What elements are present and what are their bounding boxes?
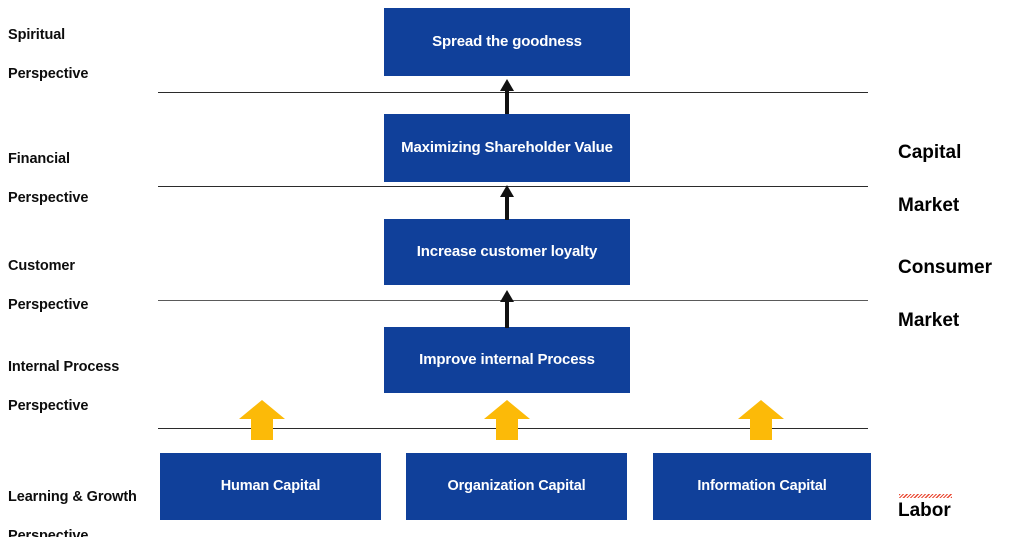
perspective-line-1: Customer	[8, 258, 75, 275]
enabler-label: Information Capital	[697, 477, 827, 494]
market-label-consumer-market: Consumer Market	[898, 229, 1022, 360]
enabler-box-human-capital[interactable]: Human Capital	[160, 453, 381, 520]
flow-arrow-up-icon	[499, 290, 515, 328]
perspective-label-internal-process: Internal Process Perspective	[8, 339, 160, 435]
flow-arrow-up-icon	[499, 79, 515, 114]
market-line-2: Market	[898, 309, 960, 331]
objective-box-improve-internal-process[interactable]: Improve internal Process	[384, 327, 630, 393]
arrow-head	[500, 185, 514, 197]
enabler-label: Organization Capital	[447, 477, 586, 494]
market-line-1: Capital	[898, 142, 962, 164]
perspective-line-1: Financial	[8, 151, 70, 168]
objective-label: Increase customer loyalty	[416, 243, 598, 260]
perspective-line-2: Perspective	[8, 296, 89, 313]
flow-arrow-up-icon	[499, 185, 515, 220]
enabler-box-information-capital[interactable]: Information Capital	[653, 453, 871, 520]
perspective-line-1: Spiritual	[8, 27, 66, 44]
perspective-label-customer: Customer Perspective	[8, 238, 156, 334]
enabler-label: Human Capital	[220, 477, 321, 494]
perspective-label-spiritual: Spiritual Perspective	[8, 7, 156, 103]
perspective-line-2: Perspective	[8, 189, 89, 206]
objective-box-maximizing-shareholder-value[interactable]: Maximizing Shareholder Value	[384, 114, 630, 182]
perspective-label-learning-growth: Learning & Growth Perspective	[8, 469, 160, 537]
perspective-line-2: Perspective	[8, 397, 89, 414]
separator-line-1	[158, 92, 868, 93]
enabler-box-organization-capital[interactable]: Organization Capital	[406, 453, 627, 520]
perspective-line-2: Perspective	[8, 65, 89, 82]
spellcheck-underline-icon	[899, 494, 952, 498]
arrow-shaft	[505, 196, 509, 220]
arrow-head	[500, 290, 514, 302]
arrow-shaft	[505, 90, 509, 114]
market-label-labor-market: Labor Market	[898, 472, 1018, 537]
market-line-2: Market	[898, 194, 960, 216]
objective-label: Improve internal Process	[419, 351, 595, 368]
objective-label: Spread the goodness	[432, 33, 582, 50]
objective-box-spread-the-goodness[interactable]: Spread the goodness	[384, 8, 630, 76]
objective-box-increase-customer-loyalty[interactable]: Increase customer loyalty	[384, 219, 630, 285]
market-line-1: Labor	[898, 500, 951, 522]
enabler-arrow-up-icon-human-capital	[238, 399, 286, 441]
perspective-label-financial: Financial Perspective	[8, 131, 156, 227]
arrow-head	[500, 79, 514, 91]
perspective-line-1: Internal Process	[8, 359, 120, 376]
objective-label: Maximizing Shareholder Value	[401, 139, 613, 156]
enabler-arrow-up-icon-information-capital	[737, 399, 785, 441]
market-label-capital-market: Capital Market	[898, 114, 1018, 245]
market-line-1: Consumer	[898, 257, 992, 279]
perspective-line-2: Perspective	[8, 527, 89, 537]
arrow-shaft	[505, 301, 509, 328]
perspective-line-1: Learning & Growth	[8, 489, 137, 506]
enabler-arrow-up-icon-organization-capital	[483, 399, 531, 441]
